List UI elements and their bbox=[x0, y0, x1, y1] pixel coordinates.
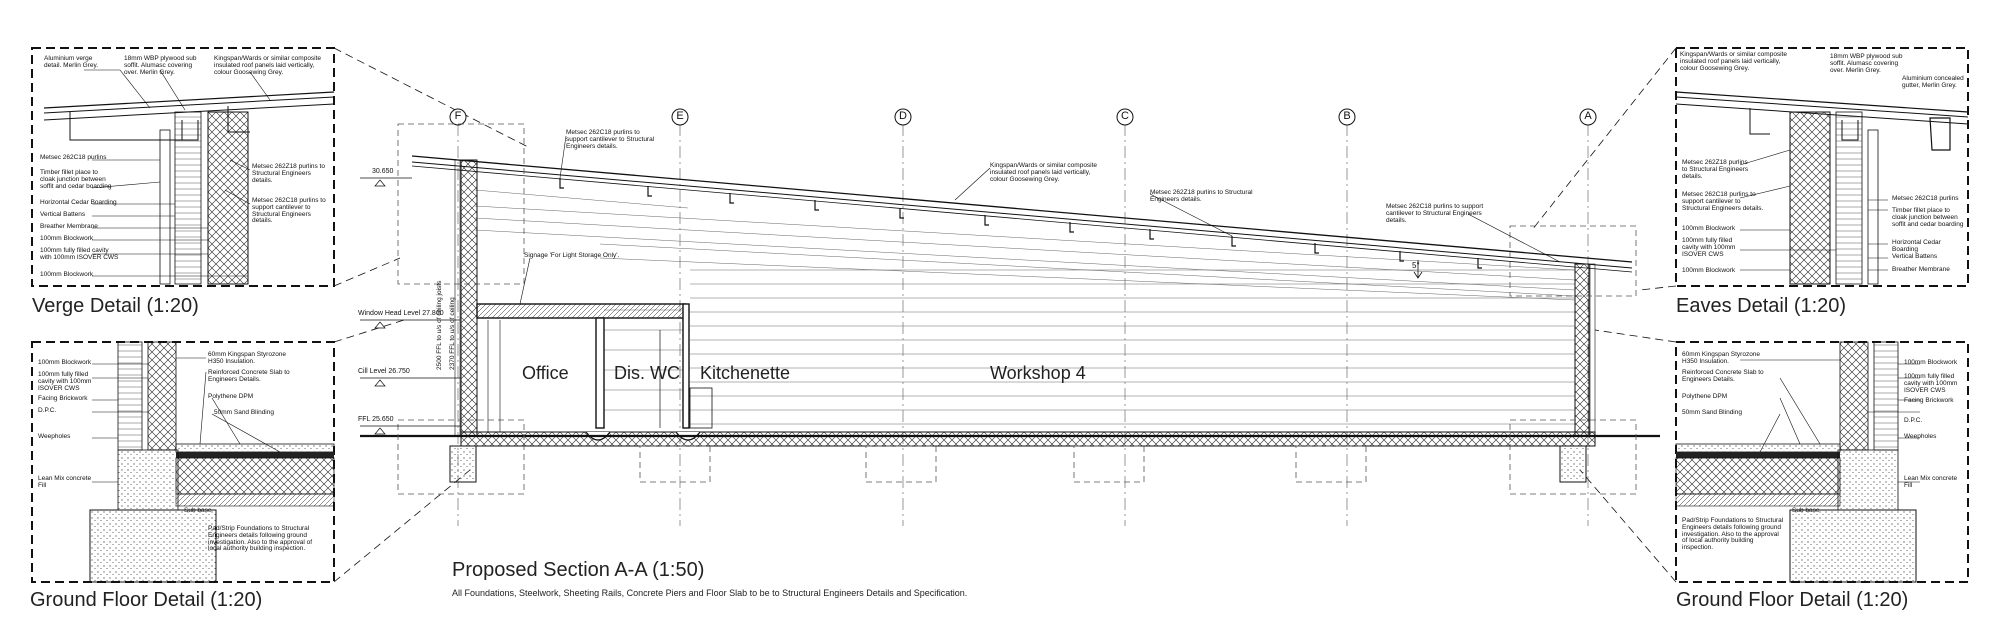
roof-angle: 5° bbox=[1412, 261, 1420, 270]
verge-note: Timber fillet place to cloak junction be… bbox=[40, 169, 112, 190]
ground-left-note: Lean Mix concrete Fill bbox=[38, 475, 92, 489]
main-section-drawing bbox=[360, 108, 1660, 526]
ground-right-note: 100mm fully filled cavity with 100mm ISO… bbox=[1904, 373, 1958, 394]
eaves-note: Metsec 262C18 purlins bbox=[1892, 195, 1959, 202]
level-window-head: Window Head Level 27.860 bbox=[358, 310, 444, 317]
level-ffl: FFL 25.650 bbox=[358, 416, 394, 423]
ground-right-note: 60mm Kingspan Styrozone H350 Insulation. bbox=[1682, 351, 1761, 365]
level-cill: Cill Level 26.750 bbox=[358, 368, 410, 375]
ground-left-note: Weepholes bbox=[38, 433, 71, 440]
ground-floor-detail-left-title: Ground Floor Detail (1:20) bbox=[30, 589, 263, 611]
eaves-note: Aluminium concealed gutter, Merlin Grey. bbox=[1902, 75, 1964, 89]
eaves-note: Metsec 262Z18 purlins to Structural Engi… bbox=[1682, 159, 1749, 180]
ground-right-note: Reinforced Concrete Slab to Engineers De… bbox=[1682, 369, 1764, 383]
verge-note: 100mm Blockwork bbox=[40, 235, 94, 242]
ground-floor-detail-right-title: Ground Floor Detail (1:20) bbox=[1676, 589, 1909, 611]
ground-left-note: 60mm Kingspan Styrozone H350 Insulation. bbox=[208, 351, 287, 365]
eaves-note: Timber fillet place to cloak junction be… bbox=[1892, 207, 1964, 228]
eaves-note: Breather Membrane bbox=[1892, 266, 1950, 273]
section-title: Proposed Section A-A (1:50) bbox=[452, 559, 705, 581]
verge-note: Kingspan/Wards or similar composite insu… bbox=[214, 55, 322, 76]
ground-left-note: 100mm Blockwork bbox=[38, 359, 92, 366]
room-label-wc: Dis. WC bbox=[614, 363, 680, 383]
dim-ceiling: 2370 FFL to u/s of ceiling bbox=[449, 297, 456, 370]
room-label-office: Office bbox=[522, 363, 569, 383]
section-subtitle: All Foundations, Steelwork, Sheeting Rai… bbox=[452, 588, 968, 598]
verge-note: Metsec 262Z18 purlins to Structural Engi… bbox=[252, 163, 325, 184]
verge-note: 100mm Blockwork bbox=[40, 271, 94, 278]
room-label-workshop: Workshop 4 bbox=[990, 363, 1086, 383]
ground-left-note: 50mm Sand Blinding bbox=[214, 409, 274, 416]
gridline-label: E bbox=[676, 110, 684, 122]
eaves-note: Vertical Battens bbox=[1892, 253, 1938, 260]
ground-floor-detail-right bbox=[1579, 329, 1969, 583]
ground-floor-detail-left bbox=[31, 319, 471, 583]
note-purlins-cantilever: Metsec 262C18 purlins to support cantile… bbox=[566, 129, 655, 150]
verge-note: Metsec 262C18 purlins to support cantile… bbox=[252, 197, 326, 225]
ground-left-note: D.P.C. bbox=[38, 407, 57, 414]
verge-note: 100mm fully filled cavity with 100mm ISO… bbox=[40, 247, 119, 261]
verge-note: 18mm WBP plywood sub soffit. Alumasc cov… bbox=[124, 55, 197, 76]
verge-note: Horizontal Cedar Boarding bbox=[40, 199, 117, 206]
level-roof: 30.650 bbox=[372, 168, 394, 175]
verge-note: Vertical Battens bbox=[40, 211, 86, 218]
note-signage: Signage 'For Light Storage Only'. bbox=[524, 252, 620, 259]
eaves-note: 18mm WBP plywood sub soffit. Alumasc cov… bbox=[1830, 53, 1903, 74]
eaves-note: 100mm fully filled cavity with 100mm ISO… bbox=[1682, 237, 1736, 258]
room-label-kitchenette: Kitchenette bbox=[700, 363, 791, 383]
gridline-label: D bbox=[899, 110, 907, 122]
gridline-label: A bbox=[1584, 110, 1592, 122]
gridline-label: F bbox=[454, 110, 462, 122]
note-purlins-z: Metsec 262Z18 purlins to Structural Engi… bbox=[1150, 189, 1253, 203]
note-purlins-cantilever-right: Metsec 262C18 purlins to support cantile… bbox=[1386, 203, 1484, 224]
gridline-label: B bbox=[1343, 110, 1351, 122]
ground-right-note: Lean Mix concrete Fill bbox=[1904, 475, 1958, 489]
verge-detail bbox=[31, 47, 531, 287]
ground-right-note: Pad/Strip Foundations to Structural Engi… bbox=[1682, 517, 1784, 552]
ground-right-note: Facing Brickwork bbox=[1904, 397, 1954, 404]
ground-left-note: 100mm fully filled cavity with 100mm ISO… bbox=[38, 371, 92, 392]
verge-note: Aluminium verge detail. Merlin Grey. bbox=[44, 55, 99, 69]
eaves-note: Horizontal Cedar Boarding bbox=[1892, 239, 1941, 253]
ground-left-note: Sub base bbox=[184, 507, 212, 514]
dim-ceiling-joists: 2500 FFL to u/s of ceiling joists bbox=[436, 280, 443, 370]
eaves-note: 100mm Blockwork bbox=[1682, 267, 1736, 274]
ground-right-note: D.P.C. bbox=[1904, 417, 1923, 424]
ground-right-note: Polythene DPM bbox=[1682, 393, 1728, 400]
eaves-note: 100mm Blockwork bbox=[1682, 225, 1736, 232]
ground-left-note: Facing Brickwork bbox=[38, 395, 88, 402]
ground-right-note: 50mm Sand Blinding bbox=[1682, 409, 1742, 416]
verge-detail-title: Verge Detail (1:20) bbox=[32, 295, 199, 317]
ground-right-note: Weepholes bbox=[1904, 433, 1937, 440]
eaves-detail bbox=[1531, 47, 1969, 291]
gridline-label: C bbox=[1121, 110, 1129, 122]
eaves-note: Kingspan/Wards or similar composite insu… bbox=[1680, 51, 1788, 72]
ground-left-note: Reinforced Concrete Slab to Engineers De… bbox=[208, 369, 290, 383]
ground-right-note: Sub base bbox=[1792, 507, 1820, 514]
eaves-note: Metsec 262C18 purlins to support cantile… bbox=[1682, 191, 1764, 212]
note-roof-panels: Kingspan/Wards or similar composite insu… bbox=[990, 162, 1098, 183]
eaves-detail-title: Eaves Detail (1:20) bbox=[1676, 295, 1847, 317]
ground-left-note: Pad/Strip Foundations to Structural Engi… bbox=[208, 525, 313, 553]
verge-note: Metsec 262C18 purlins bbox=[40, 154, 107, 161]
verge-note: Breather Membrane bbox=[40, 223, 98, 230]
ground-right-note: 100mm Blockwork bbox=[1904, 359, 1958, 366]
ground-left-note: Polythene DPM bbox=[208, 393, 254, 400]
